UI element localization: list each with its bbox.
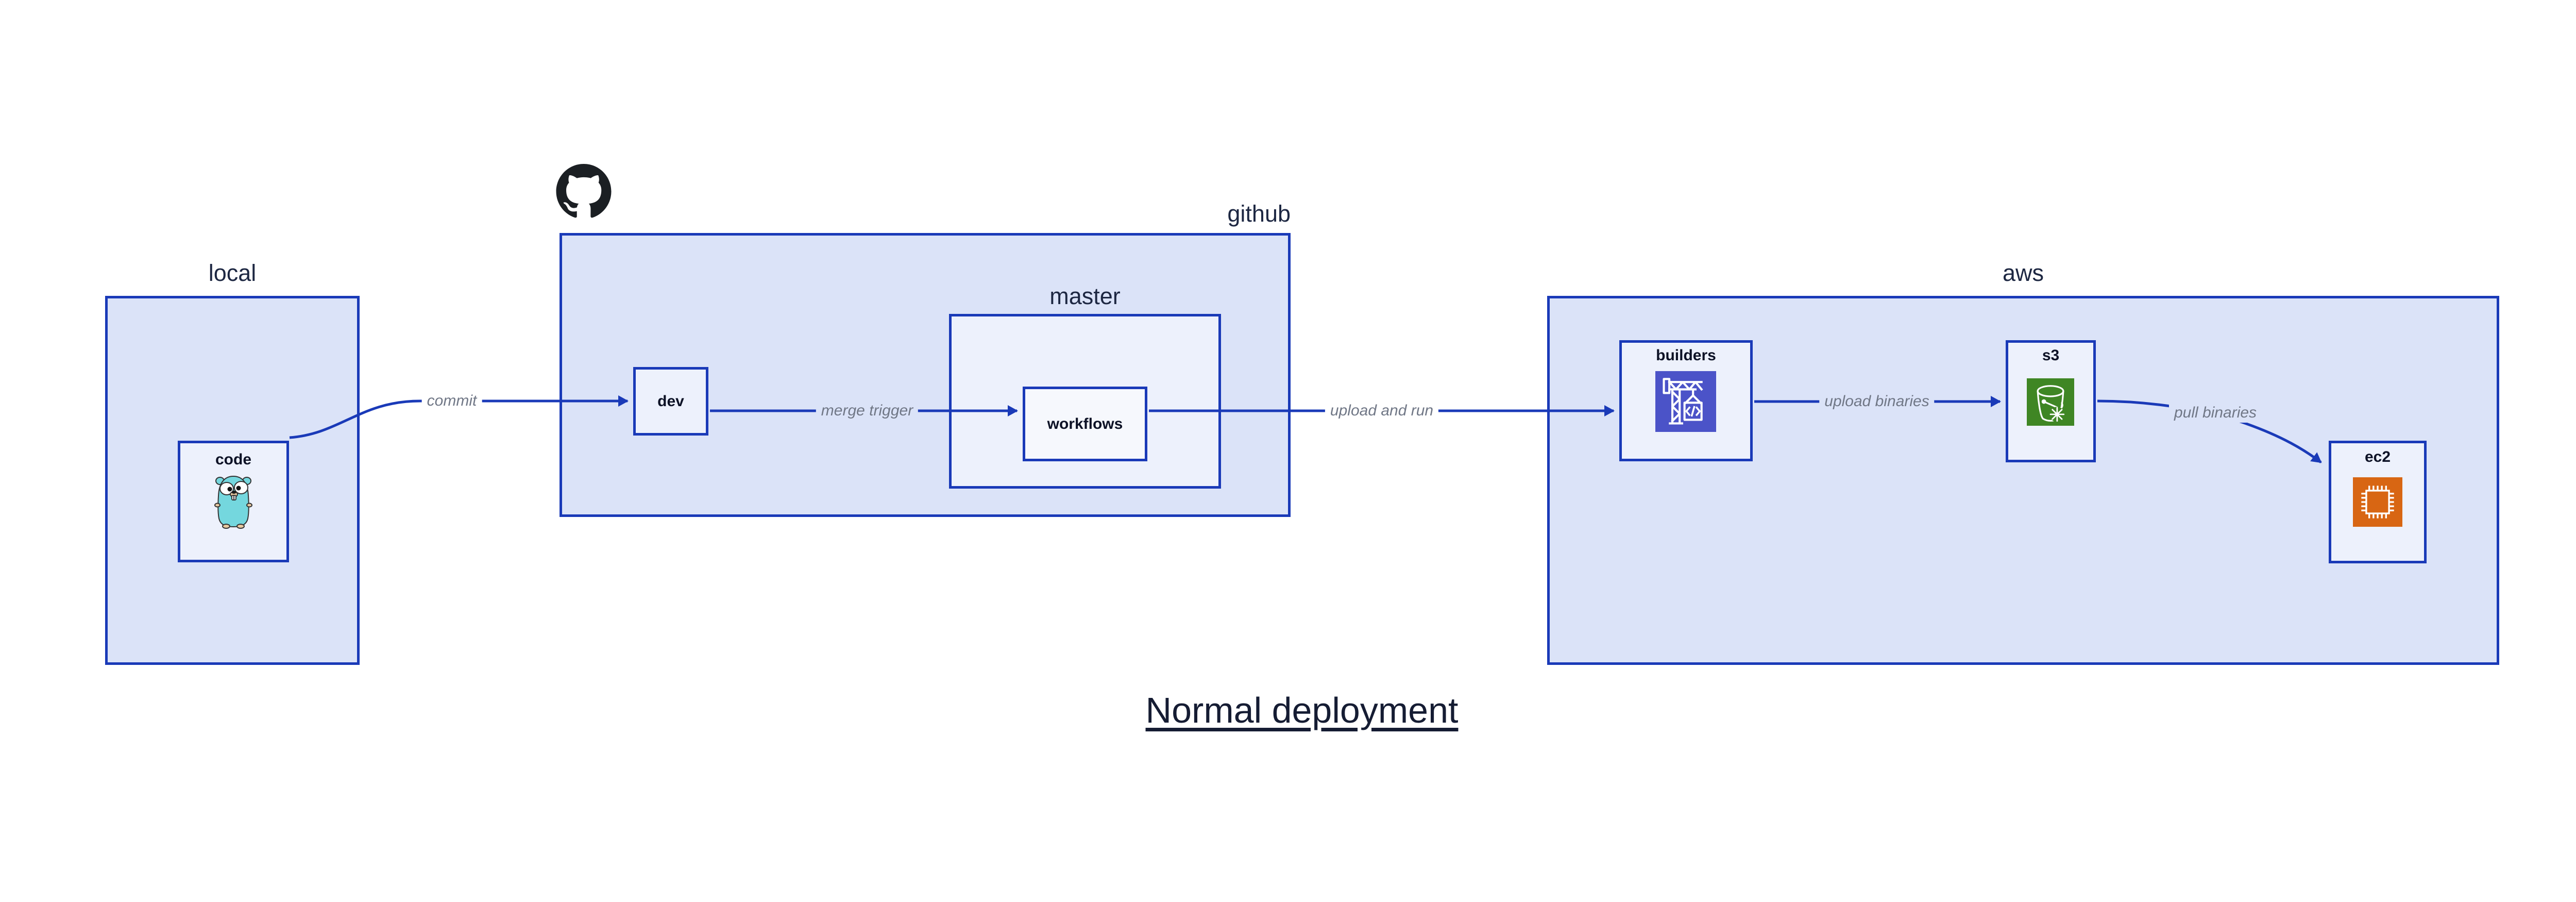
edge-label-upload-and-run: upload and run (1325, 401, 1439, 421)
github-logo-icon (556, 164, 612, 218)
local-container-label: local (208, 260, 257, 286)
go-gopher-icon (214, 475, 252, 529)
aws-container-label: aws (2002, 260, 2044, 286)
builders-node-label: builders (1656, 347, 1716, 364)
github-container-label: github (1227, 201, 1291, 227)
edge-label-upload-binaries: upload binaries (1819, 392, 1935, 411)
dev-node-label: dev (657, 393, 684, 410)
ec2-node (2329, 441, 2427, 563)
ec2-node-label: ec2 (2364, 448, 2391, 465)
s3-node-label: s3 (2042, 347, 2060, 364)
edge-label-commit: commit (421, 391, 482, 411)
edge-label-merge-trigger: merge trigger (816, 401, 919, 421)
diagram-title: Normal deployment (1145, 690, 1459, 730)
workflows-node-label: workflows (1047, 415, 1123, 432)
master-container-label: master (1049, 283, 1121, 309)
aws-codebuild-icon (1655, 371, 1716, 432)
dev-node (633, 367, 708, 436)
workflows-node (1023, 387, 1147, 461)
edge-label-pull-binaries: pull binaries (2168, 403, 2262, 423)
code-node-label: code (215, 451, 252, 468)
aws-s3-bucket-icon (2027, 378, 2074, 426)
aws-ec2-chip-icon (2353, 477, 2402, 527)
